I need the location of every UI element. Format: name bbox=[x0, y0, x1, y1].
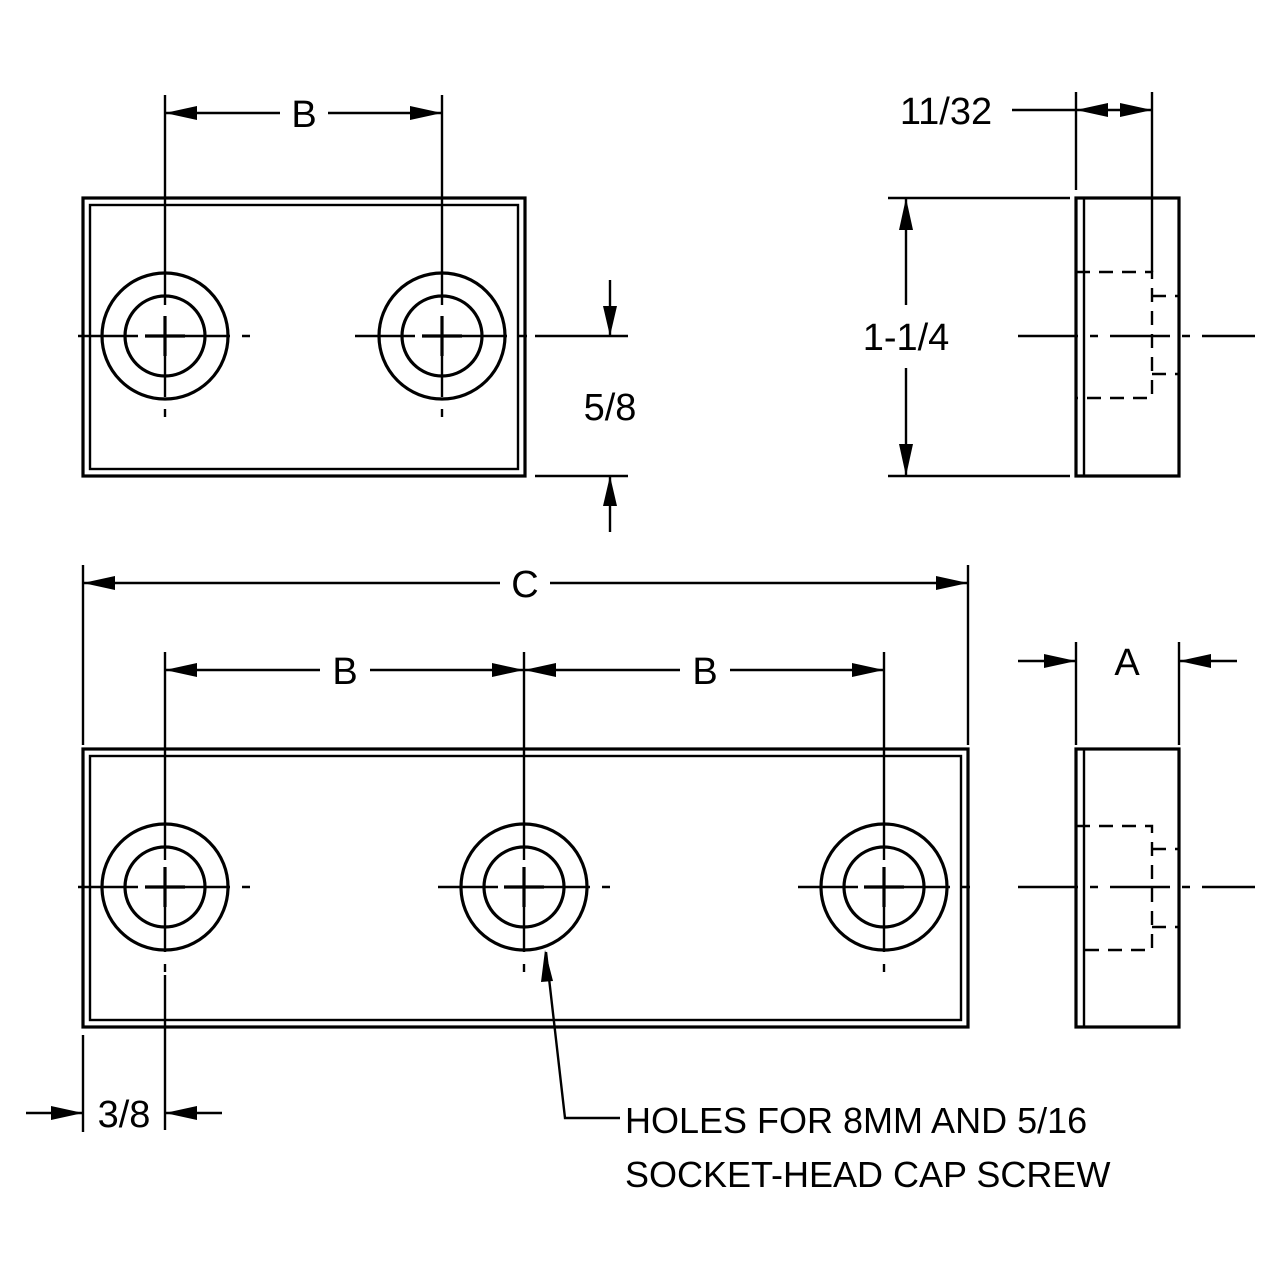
note-line-1: HOLES FOR 8MM AND 5/16 bbox=[625, 1100, 1087, 1141]
dim-b-left: B bbox=[332, 651, 357, 693]
three-hole-plate-side-view: A bbox=[1018, 642, 1255, 1029]
two-hole-plate-front-view: B 5/8 bbox=[78, 94, 636, 532]
dim-a-thickness: A bbox=[1114, 642, 1140, 684]
dim-c-overall: C bbox=[511, 564, 538, 606]
dim-height: 1-1/4 bbox=[863, 317, 950, 359]
dim-edge-offset: 3/8 bbox=[98, 1094, 151, 1136]
three-hole-plate-front-view: C B B 3/8 HOLES FOR 8MM AND 5/16 SOCKET-… bbox=[26, 564, 1110, 1195]
dim-b-right: B bbox=[692, 651, 717, 693]
dim-b-top: B bbox=[291, 94, 316, 136]
note-leader bbox=[544, 951, 620, 1120]
note-line-2: SOCKET-HEAD CAP SCREW bbox=[625, 1154, 1110, 1195]
dim-thickness-top: 11/32 bbox=[900, 91, 992, 133]
two-hole-plate-side-view: 11/32 1-1/4 bbox=[863, 91, 1255, 478]
dim-hole-offset: 5/8 bbox=[584, 387, 637, 429]
